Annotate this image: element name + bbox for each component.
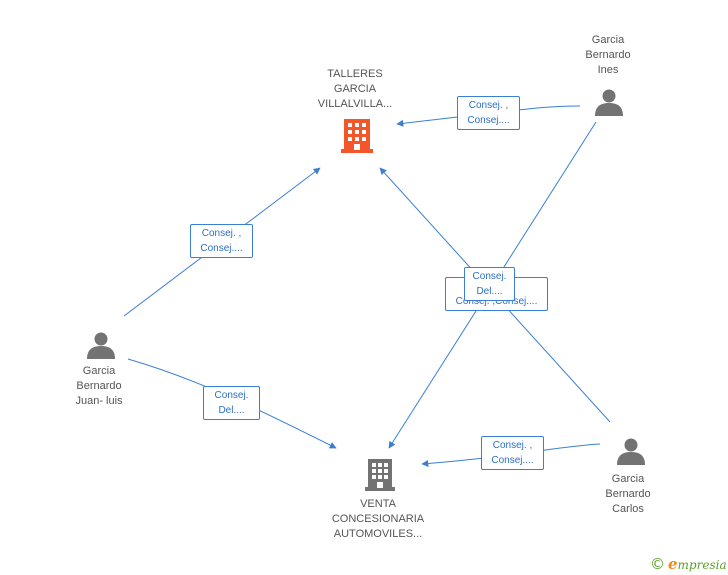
edge-label-juan-luis-talleres[interactable]: Consej. , Consej.... xyxy=(190,224,253,258)
edge-label-line: Consej. xyxy=(214,390,249,401)
edge-label-line: Consej. , xyxy=(201,228,242,239)
edge-label-line: Consej. xyxy=(472,271,507,282)
person-label-carlos[interactable]: Garcia Bernardo Carlos xyxy=(605,472,650,517)
edge-label-line: Del.... xyxy=(476,286,503,297)
edge-label-center-front[interactable]: Consej. Del.... xyxy=(464,267,515,301)
company-label-line: VENTA xyxy=(360,498,396,510)
person-label-line: Garcia xyxy=(611,473,645,485)
person-label-line: Bernardo xyxy=(585,49,631,61)
person-label-line: Juan- luis xyxy=(75,395,123,407)
company-label-line: AUTOMOVILES... xyxy=(333,528,423,540)
edge-label-line: Consej. , xyxy=(492,440,533,451)
company-label-line: CONCESIONARIA xyxy=(331,513,425,525)
person-label-ines[interactable]: Garcia Bernardo Ines xyxy=(585,33,630,78)
edge-label-carlos-venta[interactable]: Consej. , Consej.... xyxy=(481,436,544,470)
empresia-logo-text: mpresia xyxy=(677,558,727,572)
person-label-juan-luis[interactable]: Garcia Bernardo Juan- luis xyxy=(75,364,122,409)
edge-label-juan-luis-venta[interactable]: Consej. Del.... xyxy=(203,386,260,420)
edge-label-ines-talleres[interactable]: Consej. , Consej.... xyxy=(457,96,520,130)
edge-label-line: Consej.... xyxy=(491,455,534,466)
copyright-icon: © xyxy=(650,555,665,573)
edge-label-line: Consej.... xyxy=(200,243,243,254)
person-label-line: Garcia xyxy=(591,34,625,46)
person-label-line: Bernardo xyxy=(76,380,122,392)
person-label-line: Ines xyxy=(597,64,619,76)
empresia-logo: empresia xyxy=(668,555,727,573)
person-icon[interactable] xyxy=(87,331,115,359)
company-label-talleres[interactable]: TALLERES GARCIA VILLALVILLA... xyxy=(318,67,392,112)
person-label-line: Bernardo xyxy=(605,488,651,500)
company-label-line: GARCIA xyxy=(333,83,377,95)
company-label-venta[interactable]: VENTA CONCESIONARIA AUTOMOVILES... xyxy=(332,497,424,542)
person-label-line: Carlos xyxy=(612,503,644,515)
person-icon[interactable] xyxy=(595,88,623,116)
edge-label-line: Consej.... xyxy=(467,115,510,126)
edge-label-line: Consej. , xyxy=(468,100,509,111)
empresia-logo-initial: e xyxy=(668,555,678,573)
company-label-line: VILLALVILLA... xyxy=(317,98,393,110)
building-icon[interactable] xyxy=(341,118,373,154)
building-icon[interactable] xyxy=(365,458,395,492)
person-label-line: Garcia xyxy=(82,365,116,377)
empresia-footer: © empresia xyxy=(650,555,727,573)
edge-label-line: Del.... xyxy=(218,405,245,416)
company-label-line: TALLERES xyxy=(327,68,383,80)
edge-label-line: Consej. ,Consej.... xyxy=(455,296,538,307)
person-icon[interactable] xyxy=(617,437,645,465)
